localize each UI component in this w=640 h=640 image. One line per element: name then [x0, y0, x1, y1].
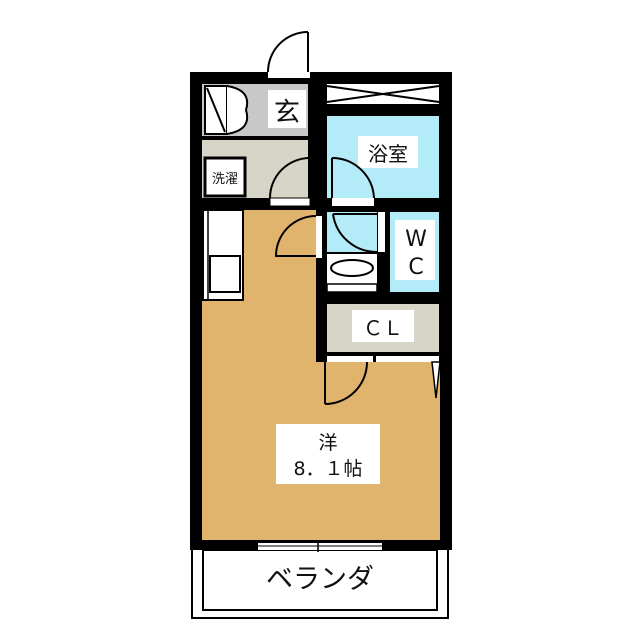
window-top — [326, 84, 440, 104]
entrance-label: 玄 — [274, 98, 300, 128]
closet-label: ＣＬ — [363, 316, 403, 340]
bath-door — [331, 156, 375, 206]
wc-label-line1: W — [405, 227, 427, 252]
balcony-window — [258, 541, 382, 552]
closet-doors — [327, 356, 439, 362]
room-label-type: 洋 — [318, 432, 337, 454]
room-label-size: 8．１帖 — [293, 458, 362, 480]
kitchen-counter — [202, 209, 244, 301]
wc-label-line2: C — [408, 255, 423, 280]
balcony: ベランダ — [191, 544, 449, 619]
washroom — [326, 212, 385, 293]
hall-door — [269, 157, 311, 207]
washbasin — [330, 259, 374, 277]
laundry-label: 洗濯 — [212, 172, 238, 187]
front-door — [267, 31, 310, 78]
laundry-space: 洗濯 — [203, 156, 247, 198]
shoe-cabinet — [204, 85, 249, 135]
balcony-label: ベランダ — [266, 564, 374, 595]
bathroom-label: 浴室 — [368, 142, 408, 166]
room-door — [274, 215, 322, 258]
closet-room-door — [324, 361, 441, 405]
